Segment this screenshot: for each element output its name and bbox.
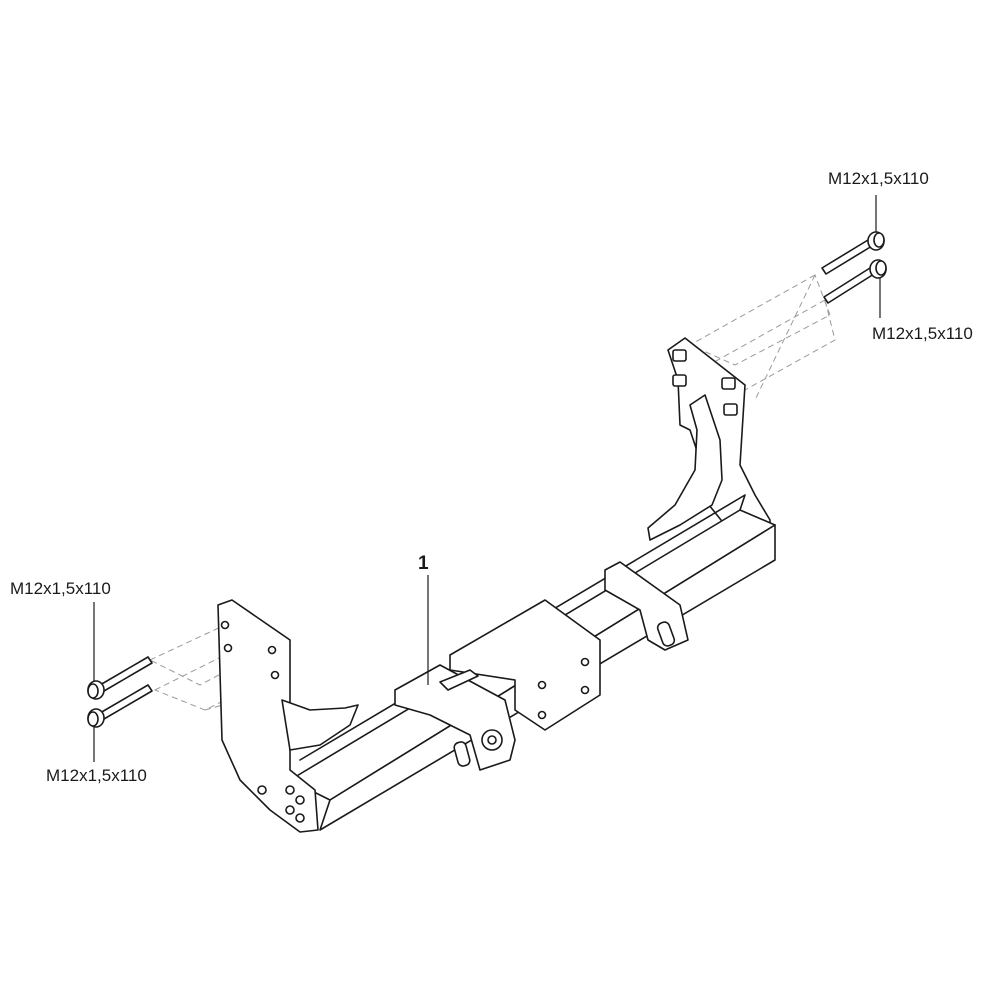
beam-clamp-right <box>604 561 689 651</box>
bolt-left-upper <box>87 656 153 700</box>
leader-lines <box>93 195 881 762</box>
bolt-right-upper <box>821 231 885 275</box>
bolt-label-left-upper: M12x1,5x110 <box>10 579 111 598</box>
bolt-label-top-upper: M12x1,5x110 <box>828 169 929 188</box>
left-mounting-bracket <box>217 599 359 833</box>
bolt-right-lower <box>823 259 887 304</box>
bolt-left-lower <box>87 684 153 728</box>
bolt-label-left-lower: M12x1,5x110 <box>46 766 147 785</box>
towball-mount-plate <box>394 664 516 771</box>
part-number-callout: 1 <box>418 553 429 574</box>
bolt-label-top-lower: M12x1,5x110 <box>872 324 973 343</box>
